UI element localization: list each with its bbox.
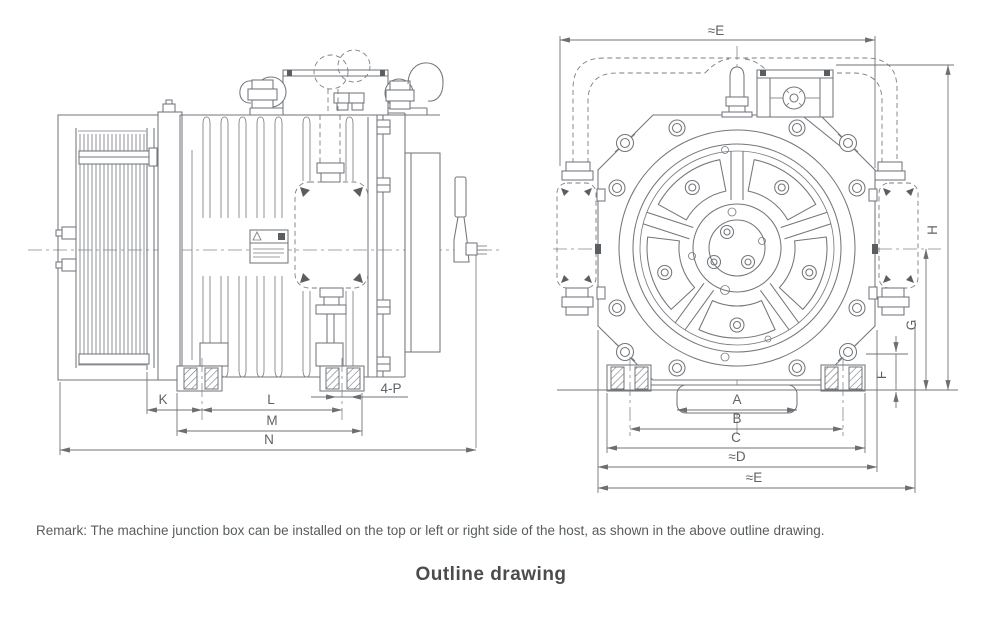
dim-label-E-top: ≈E — [708, 23, 724, 38]
dim-label-C: C — [731, 430, 741, 445]
dim-label-M: M — [266, 413, 277, 428]
junction-box-right-dashed — [873, 161, 919, 316]
dim-label-D: ≈D — [728, 449, 745, 464]
junction-box-top — [239, 49, 444, 116]
junction-box-front-top — [756, 69, 834, 118]
conduit-loop — [407, 62, 444, 102]
corner-bolts — [614, 116, 859, 362]
dim-label-F: F — [874, 371, 889, 379]
window-bolts — [657, 179, 817, 333]
front-view-dimensions: ≈E H G F A B C ≈D ≈E — [559, 23, 954, 493]
centerline-mark-right — [872, 244, 878, 254]
front-view — [553, 46, 958, 436]
support-column — [157, 99, 183, 381]
side-clips — [596, 188, 878, 300]
dim-label-A: A — [732, 392, 741, 407]
side-bolts — [55, 226, 77, 272]
base-pad — [676, 384, 798, 414]
warning-label — [249, 229, 289, 264]
outline-drawing: K L M N 4-P — [28, 23, 958, 493]
side-view-dimensions: K L M N 4-P — [59, 372, 477, 455]
junction-box-alternate-dashed — [294, 115, 369, 366]
ring-screws — [608, 119, 866, 377]
side-view — [28, 49, 500, 448]
hub — [688, 203, 782, 295]
dim-label-G: G — [904, 320, 919, 331]
dim-label-B: B — [732, 411, 741, 426]
sheave-enclosure — [57, 114, 175, 381]
rope-retainer-bar — [78, 147, 164, 365]
warning-triangle-icon — [252, 231, 262, 241]
drawing-title: Outline drawing — [415, 564, 567, 585]
conduit-hook — [239, 80, 253, 104]
dim-label-K: K — [158, 392, 167, 407]
flange-bolts — [376, 119, 391, 372]
dim-label-N: N — [264, 432, 274, 447]
spokes — [642, 151, 832, 331]
rear-end-cap — [404, 152, 441, 353]
octagon-frame — [597, 114, 876, 381]
dim-label-H: H — [925, 225, 940, 235]
remark-text: Remark: The machine junction box can be … — [36, 523, 825, 538]
encoder-lever — [453, 176, 487, 448]
dim-label-L: L — [267, 392, 275, 407]
dashed-eyebolt-position — [313, 54, 349, 90]
traction-sheave-grooves — [75, 128, 155, 370]
dim-label-E-bottom: ≈E — [746, 470, 762, 485]
eyebolt — [721, 66, 753, 118]
junction-box-left-dashed — [556, 161, 597, 316]
spoke-windows — [646, 159, 828, 339]
centerline-mark-left — [595, 244, 601, 254]
mounting-feet-side — [176, 342, 365, 420]
mounting-feet-front — [606, 357, 866, 436]
traction-sheave-front — [618, 129, 856, 367]
dim-label-4P: 4-P — [380, 381, 401, 396]
